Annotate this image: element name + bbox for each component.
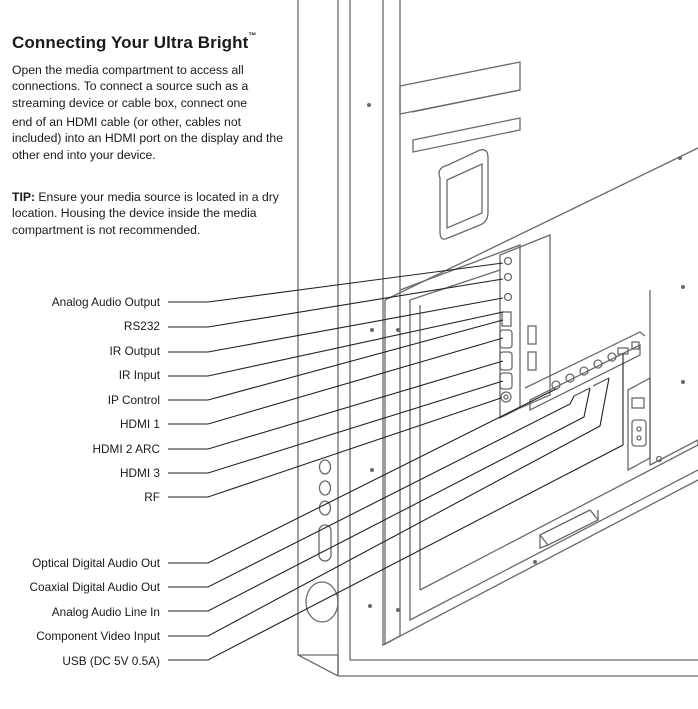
leader-analog-audio-output — [168, 262, 504, 303]
label-analog-audio-output: Analog Audio Output — [51, 295, 160, 309]
leader-hdmi-2-arc — [168, 360, 504, 450]
screws — [367, 103, 685, 612]
label-hdmi-2-arc: HDMI 2 ARC — [92, 442, 160, 456]
label-analog-audio-line-in: Analog Audio Line In — [51, 605, 160, 619]
power-inlet — [627, 376, 663, 472]
instructions-paragraph-1: Open the media compartment to access all… — [12, 63, 249, 110]
callout-lines — [168, 262, 624, 661]
label-usb: USB (DC 5V 0.5A) — [62, 654, 160, 668]
leader-rf — [168, 397, 502, 498]
leader-usb — [168, 354, 624, 661]
leader-component-video-input — [168, 377, 610, 637]
label-ip-control: IP Control — [107, 393, 160, 407]
page-title: Connecting Your Ultra Bright™ — [12, 31, 257, 53]
connector-panel — [499, 234, 551, 420]
instructions-paragraph-2: end of an HDMI cable (or other, cables n… — [12, 115, 283, 162]
leader-hdmi-3 — [168, 380, 504, 474]
label-hdmi-1: HDMI 1 — [120, 417, 160, 431]
tip-paragraph: TIP: Ensure your media source is located… — [12, 189, 287, 238]
tip-text: Ensure your media source is located in a… — [12, 190, 279, 237]
leader-ip-control — [168, 319, 504, 401]
vent-slot — [399, 61, 521, 153]
lower-connector-strip — [524, 331, 646, 412]
enclosure-housing — [297, 0, 698, 677]
leader-coaxial-digital-audio-out — [168, 395, 575, 588]
title-text: Connecting Your Ultra Bright — [12, 33, 249, 52]
tip-prefix: TIP: — [12, 190, 36, 204]
access-panel — [438, 149, 489, 240]
trademark-symbol: ™ — [248, 31, 257, 40]
label-optical-digital-audio-out: Optical Digital Audio Out — [32, 556, 160, 570]
leader-analog-audio-line-in — [168, 387, 591, 612]
label-hdmi-3: HDMI 3 — [120, 466, 160, 480]
leader-rs232 — [168, 278, 504, 328]
side-holes — [305, 459, 339, 623]
leader-ir-input — [168, 311, 504, 377]
label-rs232: RS232 — [123, 319, 160, 333]
label-rf: RF — [144, 490, 160, 504]
label-ir-input: IR Input — [118, 368, 160, 382]
leader-optical-digital-audio-out — [168, 388, 557, 564]
leader-ir-output — [168, 297, 504, 353]
label-component-video-input: Component Video Input — [36, 629, 160, 643]
label-coaxial-digital-audio-out: Coaxial Digital Audio Out — [29, 580, 161, 594]
media-compartment — [384, 147, 698, 645]
leader-hdmi-1 — [168, 337, 504, 425]
label-ir-output: IR Output — [109, 344, 161, 358]
